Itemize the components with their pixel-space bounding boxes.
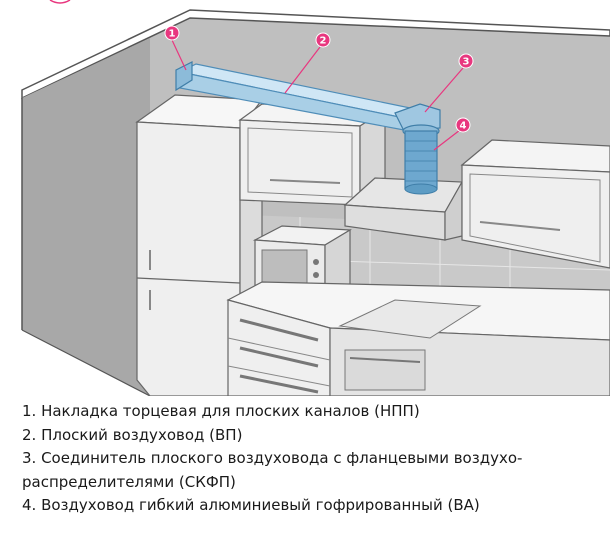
legend-item-2: 2. Плоский воздуховод (ВП) (22, 425, 243, 444)
flexible-duct (404, 130, 438, 195)
kitchen-illustration: 1 2 3 4 (0, 0, 610, 396)
legend-item-4: 4. Воздуховод гибкий алюминиевый гофриро… (22, 496, 480, 514)
callout-3: 3 (458, 53, 474, 69)
callout-number: 3 (463, 57, 470, 68)
legend-item-3-line: 3. Соединитель плоского воздуховода с фл… (22, 449, 523, 467)
kitchen-diagram: 1 2 3 4 (0, 0, 610, 396)
legend-item-3-continuation: распределителями (СКФП) (22, 472, 236, 491)
upper-cabinet-left (238, 103, 387, 207)
logo-fragment (49, 0, 71, 4)
callout-number: 4 (460, 121, 467, 132)
callout-number: 2 (320, 36, 327, 47)
callout-circle (458, 53, 474, 69)
callout-markers: 1 2 3 4 (164, 25, 474, 133)
legend-list: 1. Накладка торцевая для плоских каналов… (22, 400, 602, 518)
end-cap (175, 61, 193, 92)
callout-circle (455, 117, 471, 133)
callout-number: 1 (169, 29, 176, 40)
legend-item-1: 1. Накладка торцевая для плоских каналов… (22, 402, 420, 420)
legend-item-3: 3. Соединитель плоского воздуховода с фл… (22, 447, 602, 494)
callout-2: 2 (315, 32, 331, 48)
callout-circle (164, 25, 180, 41)
cooktop (338, 299, 482, 339)
callout-circle (315, 32, 331, 48)
callout-4: 4 (455, 117, 471, 133)
wall-shade (22, 38, 150, 396)
callout-1: 1 (164, 25, 180, 41)
left-wall (0, 0, 22, 330)
base-cabinets (226, 281, 610, 396)
upper-cabinet-right (460, 139, 610, 269)
